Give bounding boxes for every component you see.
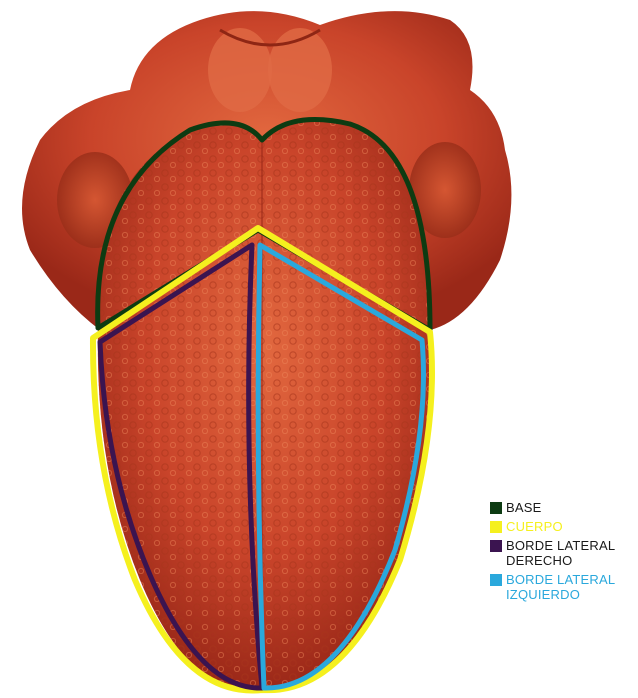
legend-label-cuerpo: CUERPO [506, 519, 563, 534]
legend: BASE CUERPO BORDE LATERAL DERECHO BORDE … [490, 500, 636, 606]
legend-item-borde-lateral-derecho: BORDE LATERAL DERECHO [490, 538, 636, 568]
legend-swatch-base [490, 502, 502, 514]
legend-label-base: BASE [506, 500, 541, 515]
legend-item-base: BASE [490, 500, 636, 515]
legend-swatch-cuerpo [490, 521, 502, 533]
legend-item-cuerpo: CUERPO [490, 519, 636, 534]
legend-label-line: IZQUIERDO [506, 587, 580, 602]
legend-label-borde-lateral-derecho: BORDE LATERAL DERECHO [506, 538, 615, 568]
legend-label-line: BORDE LATERAL [506, 572, 615, 587]
legend-swatch-borde-lateral-derecho [490, 540, 502, 552]
legend-label-line: BORDE LATERAL [506, 538, 615, 553]
legend-swatch-borde-lateral-izquierdo [490, 574, 502, 586]
legend-label-line: DERECHO [506, 553, 572, 568]
legend-item-borde-lateral-izquierdo: BORDE LATERAL IZQUIERDO [490, 572, 636, 602]
legend-label-borde-lateral-izquierdo: BORDE LATERAL IZQUIERDO [506, 572, 615, 602]
